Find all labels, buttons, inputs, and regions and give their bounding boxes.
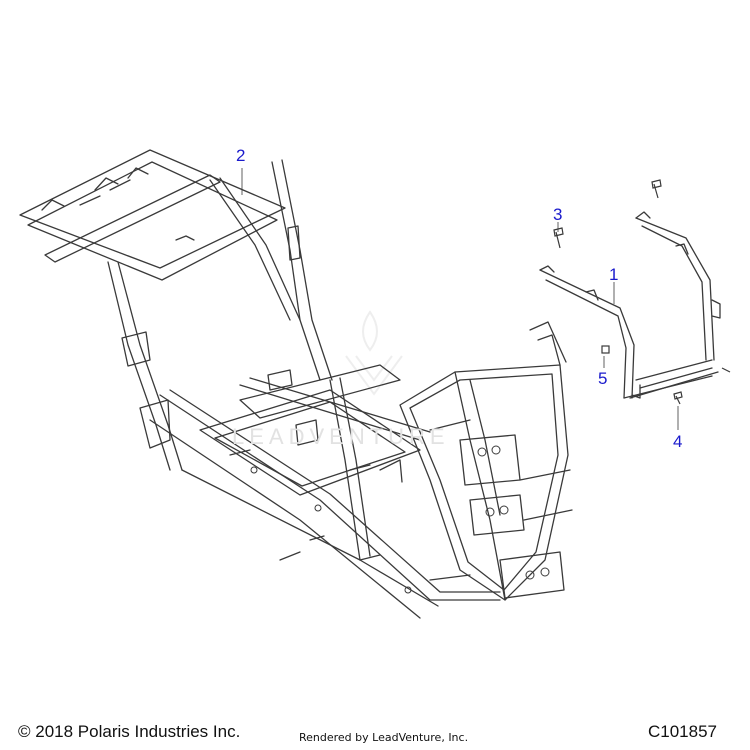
fastener-bolt-top (651, 179, 662, 199)
fastener-bolt-3 (553, 227, 564, 249)
callout-4[interactable]: 4 (673, 432, 683, 451)
fastener-nut-5 (601, 345, 610, 354)
diagram-code: C101857 (648, 722, 718, 741)
watermark-logo (345, 310, 403, 396)
callout-2[interactable]: 2 (236, 146, 246, 165)
watermark-text: LEADVENTURE (232, 424, 450, 449)
copyright-text: © 2018 Polaris Industries Inc. (18, 722, 241, 741)
leader-lines (241, 168, 679, 430)
frame-holes (250, 445, 550, 594)
part-1-brace (539, 265, 719, 399)
callout-1[interactable]: 1 (609, 265, 619, 284)
main-vehicle-frame (19, 149, 573, 619)
callout-3[interactable]: 3 (553, 205, 563, 224)
part-1-brace-outer (635, 211, 721, 361)
fastener-bolt-4 (673, 391, 683, 405)
callout-5[interactable]: 5 (598, 369, 608, 388)
rendered-by-text: Rendered by LeadVenture, Inc. (299, 731, 469, 744)
fastener-small-right (721, 367, 731, 373)
